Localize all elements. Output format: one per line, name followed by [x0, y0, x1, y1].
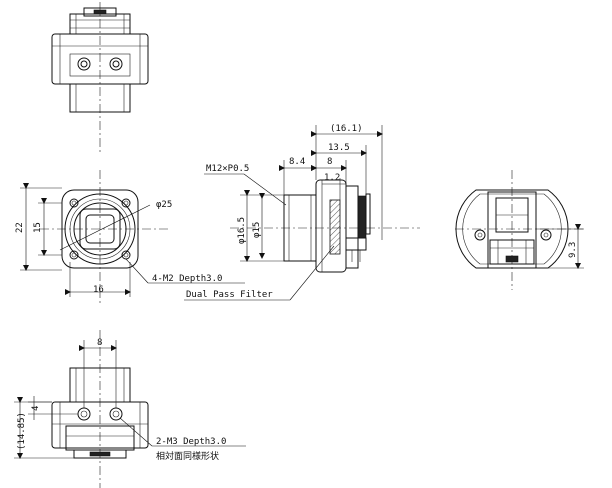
front-dim-width: 16: [93, 285, 104, 295]
bottom-dim-4: 4: [31, 406, 41, 411]
side-dim-8-4: 8.4: [289, 157, 305, 167]
front-view: [20, 170, 245, 305]
bottom-note-opposite: 相対面同様形状: [156, 450, 219, 462]
side-dim-thread: M12×P0.5: [206, 164, 249, 174]
bottom-note-screws: 2-M3 Depth3.0: [156, 437, 226, 447]
front-dim-height: 22: [15, 222, 25, 233]
side-view: [184, 125, 420, 301]
front-dim-inner: 15: [33, 222, 43, 233]
bottom-dim-14-85: (14.85): [17, 412, 27, 450]
bottom-view: [14, 330, 246, 488]
bottom-dim-8: 8: [97, 338, 102, 348]
side-dim-total: (16.1): [330, 124, 363, 134]
front-dim-diameter: φ25: [156, 200, 172, 210]
top-view: [51, 2, 149, 155]
side-dim-phi-15: φ15: [252, 222, 262, 238]
rear-view: [455, 170, 585, 290]
side-dim-8: 8: [327, 157, 332, 167]
side-dim-13-5: 13.5: [328, 143, 350, 153]
side-dim-1-2: 1.2: [324, 173, 340, 183]
front-note-screws: 4-M2 Depth3.0: [152, 274, 222, 284]
side-dim-phi-16-5: φ16.5: [237, 217, 247, 244]
side-note-filter: Dual Pass Filter: [186, 290, 273, 300]
rear-dim-9-3: 9.3: [568, 242, 578, 258]
